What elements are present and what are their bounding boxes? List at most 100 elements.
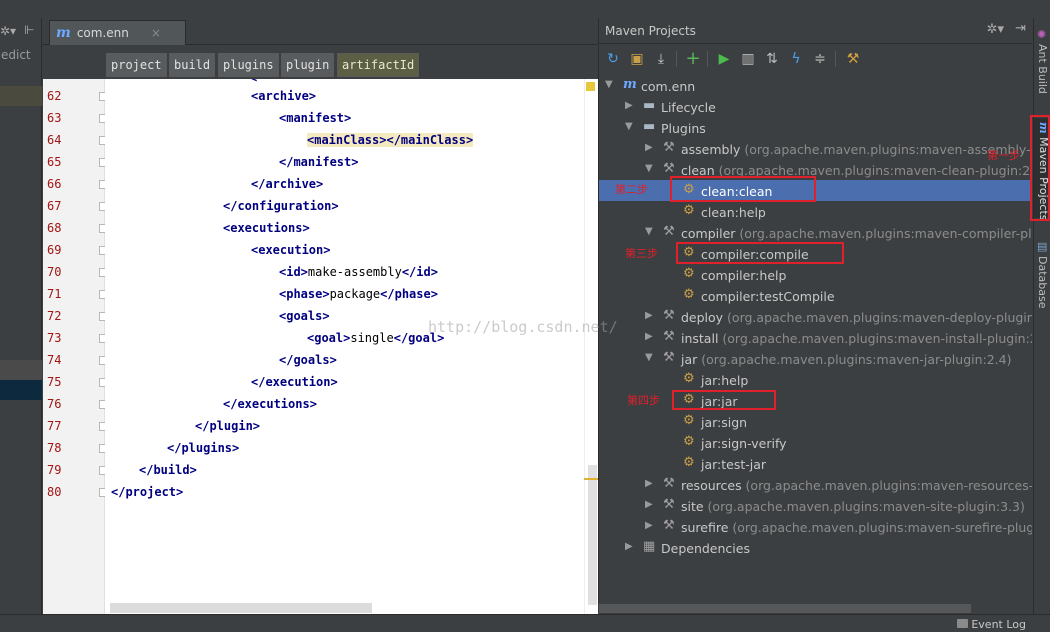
chevron-down-icon[interactable]: ▼ <box>645 163 653 174</box>
tree-item-name: clean:help <box>701 205 766 220</box>
tree-item[interactable]: ⚙jar:test-jar <box>599 453 1032 474</box>
tree-item-name: install <box>681 331 719 346</box>
tree-item[interactable]: ▼▬Plugins <box>599 117 1032 138</box>
code-line: <execution> <box>251 243 330 257</box>
tree-item[interactable]: ⚙jar:sign <box>599 411 1032 432</box>
xml-tag: </goals> <box>279 353 337 367</box>
chevron-right-icon[interactable]: ▶ <box>645 142 653 153</box>
tree-item[interactable]: ▶⚒resources (org.apache.maven.plugins:ma… <box>599 474 1032 495</box>
collapse-all-icon[interactable]: ≑ <box>814 51 826 67</box>
tab-database[interactable]: Database <box>1036 256 1049 309</box>
xml-tag: <id> <box>279 265 308 279</box>
tree-item-name: Plugins <box>661 121 706 136</box>
plugin-icon: ⚒ <box>663 161 675 176</box>
editor-tab-com-enn[interactable]: m com.enn × <box>49 20 186 45</box>
tree-item-label: jar:sign <box>701 415 747 430</box>
breadcrumb-artifactid[interactable]: artifactId <box>337 53 420 77</box>
chevron-right-icon[interactable]: ▶ <box>645 520 653 531</box>
tree-item[interactable]: ⚙jar:help <box>599 369 1032 390</box>
warning-marker[interactable] <box>586 82 595 91</box>
tree-item[interactable]: ⚙jar:sign-verify <box>599 432 1032 453</box>
breadcrumb-plugins[interactable]: plugins <box>218 53 279 77</box>
tree-item[interactable]: ⚙jar:jar <box>599 390 1032 411</box>
line-number: 65 <box>47 155 62 169</box>
editor-horizontal-scrollbar[interactable] <box>110 603 372 613</box>
tree-item-name: resources <box>681 478 742 493</box>
gear-icon[interactable]: ✲▾ <box>986 22 1004 37</box>
chevron-right-icon[interactable]: ▶ <box>645 310 653 321</box>
chevron-right-icon[interactable]: ▶ <box>625 100 633 111</box>
tree-item[interactable]: ▶⚒deploy (org.apache.maven.plugins:maven… <box>599 306 1032 327</box>
maven-settings-icon[interactable]: ⚒ <box>846 51 860 67</box>
tree-item[interactable]: ⚙compiler:compile <box>599 243 1032 264</box>
tree-item[interactable]: ⚙clean:help <box>599 201 1032 222</box>
tree-item-name: compiler:testCompile <box>701 289 835 304</box>
chevron-down-icon[interactable]: ▼ <box>645 352 653 363</box>
tree-item-name: clean <box>681 163 715 178</box>
code-editor[interactable]: < <archive><manifest><mainClass></mainCl… <box>105 79 597 614</box>
tree-item[interactable]: ▶▦Dependencies <box>599 537 1032 558</box>
tree-item[interactable]: ▶⚒install (org.apache.maven.plugins:mave… <box>599 327 1032 348</box>
xml-tag: <archive> <box>251 89 317 103</box>
run-config-icon[interactable]: ▥ <box>741 51 755 67</box>
partial-line: < <box>250 79 257 85</box>
left-strip-band <box>0 86 42 106</box>
left-strip-band-selected <box>0 380 42 400</box>
tree-item[interactable]: ▼⚒compiler (org.apache.maven.plugins:mav… <box>599 222 1032 243</box>
tree-item[interactable]: ▶⚒surefire (org.apache.maven.plugins:mav… <box>599 516 1032 537</box>
annotation-box-maven-tab <box>1030 115 1050 221</box>
code-line: <goals> <box>279 309 330 323</box>
tree-item[interactable]: ▶⚒assembly (org.apache.maven.plugins:mav… <box>599 138 1032 159</box>
collapse-icon[interactable]: ⊩ <box>24 23 35 37</box>
goal-icon: ⚙ <box>683 245 695 260</box>
chevron-right-icon[interactable]: ▶ <box>645 331 653 342</box>
tree-item[interactable]: ▶⚒site (org.apache.maven.plugins:maven-s… <box>599 495 1032 516</box>
chevron-down-icon[interactable]: ▼ <box>645 226 653 237</box>
skip-tests-icon[interactable]: ϟ <box>791 51 801 67</box>
tree-item[interactable]: ⚙compiler:help <box>599 264 1032 285</box>
event-log-icon[interactable] <box>957 619 968 628</box>
line-number: 68 <box>47 221 62 235</box>
tree-item[interactable]: ▼⚒clean (org.apache.maven.plugins:maven-… <box>599 159 1032 180</box>
code-line: </build> <box>139 463 197 477</box>
tree-item[interactable]: ⚙compiler:testCompile <box>599 285 1032 306</box>
generate-sources-icon[interactable]: ▣ <box>630 51 644 67</box>
tree-item-name: compiler:help <box>701 268 787 283</box>
chevron-right-icon[interactable]: ▶ <box>625 541 633 552</box>
tree-item-name: Dependencies <box>661 541 750 556</box>
xml-tag: </archive> <box>251 177 324 191</box>
tree-item-label: Lifecycle <box>661 100 716 115</box>
tree-horizontal-scrollbar[interactable] <box>599 604 971 613</box>
breadcrumb-build[interactable]: build <box>169 53 216 77</box>
chevron-right-icon[interactable]: ▶ <box>645 478 653 489</box>
tree-item-name: jar:sign <box>701 415 748 430</box>
tree-item-label: jar:sign-verify <box>701 436 787 451</box>
hide-panel-icon[interactable]: ⇥ <box>1015 21 1026 36</box>
reimport-icon[interactable]: ↻ <box>607 51 619 67</box>
chevron-right-icon[interactable]: ▶ <box>645 499 653 510</box>
warning-stripe-mark[interactable] <box>584 478 598 480</box>
close-icon[interactable]: × <box>150 26 161 40</box>
editor-vertical-scrollbar[interactable] <box>588 465 597 605</box>
download-icon[interactable]: ⤓ <box>657 51 665 67</box>
tab-maven-projects[interactable]: m Maven Projects <box>1034 118 1050 220</box>
tree-item[interactable]: ▼⚒jar (org.apache.maven.plugins:maven-ja… <box>599 348 1032 369</box>
tree-item[interactable]: ▶▬Lifecycle <box>599 96 1032 117</box>
tab-ant-build[interactable]: Ant Build <box>1036 44 1049 94</box>
gear-icon[interactable]: ✲▾ <box>0 24 17 38</box>
breadcrumb-project[interactable]: project <box>106 53 167 77</box>
xml-text: make-assembly <box>307 265 402 279</box>
event-log-button[interactable]: Event Log <box>971 618 1026 631</box>
run-icon[interactable]: ▶ <box>718 51 730 67</box>
chevron-down-icon[interactable]: ▼ <box>625 121 633 132</box>
toolbar-separator <box>835 51 836 67</box>
toggle-offline-icon[interactable]: ⇅ <box>766 51 778 67</box>
tree-item-label: com.enn <box>641 79 695 94</box>
top-bar <box>0 0 1050 18</box>
breadcrumb-plugin[interactable]: plugin <box>281 53 335 77</box>
chevron-down-icon[interactable]: ▼ <box>605 79 613 90</box>
add-icon[interactable]: + <box>685 48 701 69</box>
